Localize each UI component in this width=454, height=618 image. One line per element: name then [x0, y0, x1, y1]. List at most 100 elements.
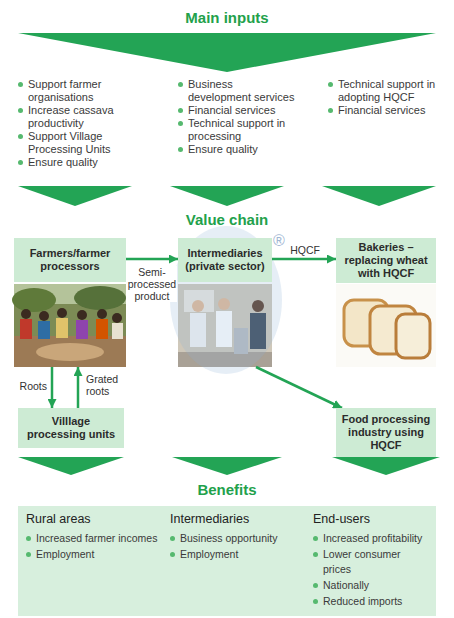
watermark: ® — [273, 232, 289, 250]
section-heading: Benefits — [0, 481, 454, 499]
bullet-text: Support Village Processing Units — [28, 130, 136, 156]
bullet-item: Financial services — [178, 104, 296, 117]
tree — [74, 286, 126, 310]
farmers-photo — [12, 284, 126, 367]
input-funnel — [18, 33, 436, 72]
person-body — [96, 319, 108, 339]
bullet-item: Increased profitability — [313, 531, 431, 546]
edge-label: Roots — [14, 380, 47, 392]
bullet-text: Financial services — [338, 104, 425, 117]
bullet-item: Nationally — [313, 578, 431, 593]
bullet-item: Increase cassava productivity — [18, 104, 136, 130]
bullet-text: Technical support in processing — [188, 117, 296, 143]
flow-arrow — [272, 258, 336, 261]
box-label: Food processing industry using HQCF — [340, 413, 432, 452]
person-head — [77, 310, 87, 320]
bullet-text: Employment — [180, 547, 238, 562]
person-body — [38, 321, 50, 339]
bullet-dot — [178, 82, 183, 87]
person-head — [97, 309, 107, 319]
bullet-list: Business development servicesFinancial s… — [178, 78, 296, 156]
edge-label: Semi-processed product — [127, 266, 177, 302]
bullet-dot — [328, 108, 333, 113]
actor-box: Farmers/farmer processors — [14, 238, 126, 367]
bullet-dot — [178, 108, 183, 113]
bullet-list: Technical support in adopting HQCFFinanc… — [328, 78, 446, 117]
flow-arrow — [256, 367, 342, 408]
bullet-dot — [18, 134, 23, 139]
bullet-item: Support Village Processing Units — [18, 130, 136, 156]
down-triangle — [170, 186, 284, 206]
bullet-text: Ensure quality — [28, 156, 98, 169]
bullet-item: Employment — [26, 547, 162, 562]
bullet-text: Business development services — [188, 78, 296, 104]
flow-arrow — [126, 258, 178, 261]
person-body — [76, 320, 88, 339]
person-head — [112, 313, 122, 323]
bullet-dot — [26, 552, 31, 557]
bullet-dot — [178, 147, 183, 152]
bullet-dot — [170, 536, 175, 541]
process-box: Villlage processing units — [18, 408, 124, 448]
benefit-heading: Rural areas — [26, 512, 162, 527]
bullet-item: Reduced imports — [313, 594, 431, 609]
bullet-dot — [313, 552, 318, 557]
bullet-text: Ensure quality — [188, 143, 258, 156]
bullet-text: Business opportunity — [180, 531, 277, 546]
tree — [12, 288, 56, 312]
box-heading: Intermediaries (private sector) — [178, 238, 272, 282]
section-heading: Value chain — [0, 211, 454, 229]
bullet-item: Increased farmer incomes — [26, 531, 162, 546]
photo-ground — [336, 284, 436, 367]
benefit-column: IntermediariesBusiness opportunityEmploy… — [170, 512, 306, 563]
bullet-dot — [313, 536, 318, 541]
bullet-item: Business development services — [178, 78, 296, 104]
flow-arrow — [77, 367, 80, 408]
person-head — [57, 308, 67, 318]
box-heading: Farmers/farmer processors — [14, 238, 126, 282]
bullet-dot — [170, 552, 175, 557]
bullet-text: Increase cassava productivity — [28, 104, 136, 130]
edge-label: Grated roots — [86, 373, 126, 397]
bullet-item: Financial services — [328, 104, 446, 117]
watermark-logo — [170, 226, 282, 374]
bullet-item: Technical support in adopting HQCF — [328, 78, 446, 104]
bullet-text: Technical support in adopting HQCF — [338, 78, 446, 104]
bullet-dot — [18, 160, 23, 165]
bullet-text: Lower consumer prices — [323, 547, 431, 577]
process-box: Food processing industry using HQCF — [336, 408, 436, 457]
actor-box: Bakeries – replacing wheat with HQCF — [336, 238, 436, 367]
bullet-item: Ensure quality — [18, 156, 136, 169]
person-body — [56, 318, 68, 338]
bullet-dot — [313, 583, 318, 588]
bullet-text: Increased profitability — [323, 531, 422, 546]
bullet-item: Ensure quality — [178, 143, 296, 156]
bullet-dot — [26, 536, 31, 541]
actor-box: Intermediaries (private sector) — [178, 238, 272, 367]
bullet-dot — [18, 108, 23, 113]
benefit-heading: End-users — [313, 512, 431, 527]
bread-slice — [396, 314, 430, 358]
flow-arrow — [51, 367, 54, 408]
down-triangle — [332, 457, 440, 475]
benefits-panel: Rural areasIncreased farmer incomesEmplo… — [18, 506, 436, 616]
bullet-text: Nationally — [323, 578, 369, 593]
bullet-dot — [178, 121, 183, 126]
photo-soil — [14, 336, 126, 367]
bullet-text: Reduced imports — [323, 594, 402, 609]
bullet-item: Business opportunity — [170, 531, 306, 546]
down-triangle — [18, 457, 124, 475]
bread-photo — [336, 284, 436, 367]
bullet-dot — [328, 82, 333, 87]
bullet-item: Support farmer organisations — [18, 78, 136, 104]
box-label: Villlage processing units — [22, 415, 120, 441]
person-head — [21, 309, 31, 319]
down-triangle — [172, 457, 282, 475]
bullet-list: Support farmer organisationsIncrease cas… — [18, 78, 136, 169]
bullet-text: Employment — [36, 547, 94, 562]
benefit-column: End-usersIncreased profitabilityLower co… — [313, 512, 431, 610]
down-triangle — [322, 186, 436, 206]
bullet-item: Employment — [170, 547, 306, 562]
bullet-item: Lower consumer prices — [313, 547, 431, 577]
